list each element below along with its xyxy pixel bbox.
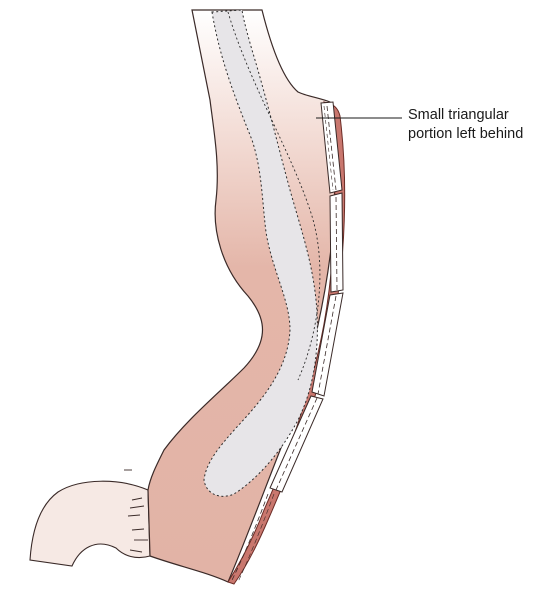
staple-strip-3 [311,292,344,397]
gastric-lumen [203,9,318,497]
staple-strip-2 [329,192,344,293]
staple-strips [269,101,344,493]
callout-label-line-2: portion left behind [408,126,524,142]
callout-label-line-1: Small triangular [408,107,509,123]
pylorus-fold-marks [124,469,148,553]
callout-label: Small triangular portion left behind [408,106,556,144]
distal-staple-dashes [231,493,269,581]
duodenum-bulb [29,480,151,567]
serosa-dotted-line [227,11,321,381]
